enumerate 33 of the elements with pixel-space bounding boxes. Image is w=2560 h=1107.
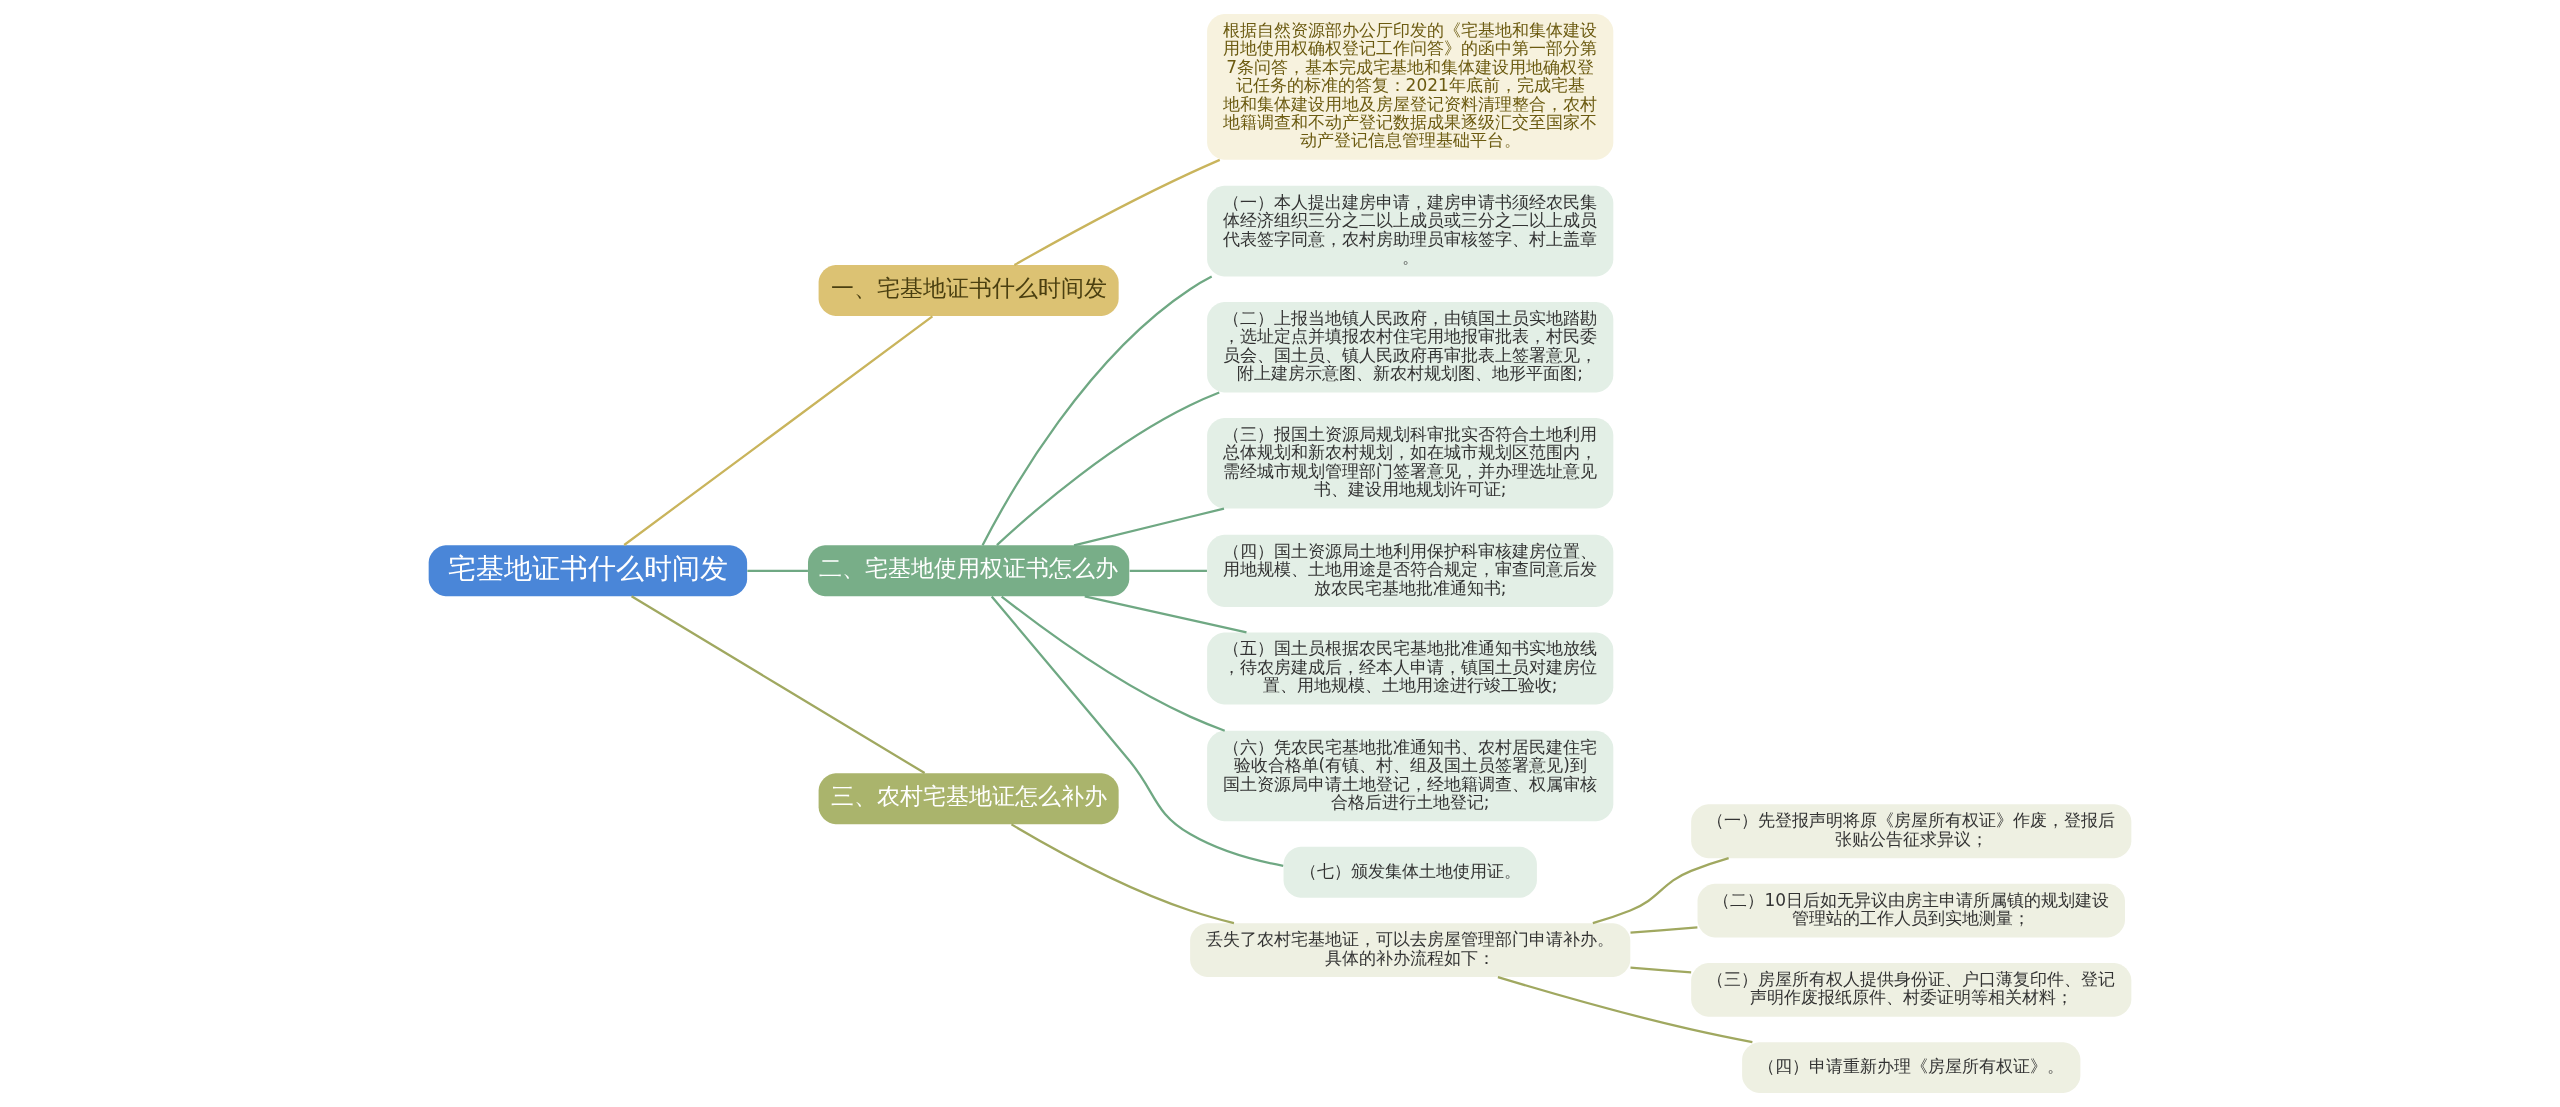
connector [1000, 595, 1226, 732]
node-box: （三）报国土资源局规划科审批实否符合土地利用总体规划和新农村规划，如在城市规划区范围内，需经城市规划管理部门签署意见，并办理选址意见书、建设用地规划许可证; [1207, 418, 1614, 509]
node-box: （三）房屋所有权人提供身份证、户口薄复印件、登记声明作废报纸原件、村委证明等相关材料； [1691, 962, 2132, 1017]
node-box: （四）国土资源局土地利用保护科审核建房位置、用地规模、土地用途是否符合规定，审查同意后发放农民宅基地批准通知书; [1207, 534, 1614, 607]
node-box: （一）本人提出建房申请，建房申请书须经农民集体经济组织三分之二以上成员或三分之二以上成员代表签字同意，农村房助理员审核签字、村上盖章。 [1207, 185, 1614, 277]
node-box: （二）10日后如无异议由房主申请所属镇的规划建设管理站的工作人员到实地测量； [1697, 883, 2125, 938]
connector [1010, 823, 1235, 925]
connector [1084, 595, 1247, 634]
connector [1592, 857, 1729, 925]
node-box: 宅基地证书什么时间发 [428, 545, 748, 597]
connector [1630, 926, 1698, 934]
node-box: （五）国土员根据农民宅基地批准通知书实地放线，待农房建成后，经本人申请，镇国土员对建房位置、用地规模、土地用途进行竣工验收; [1207, 632, 1614, 705]
connector [1497, 976, 1753, 1044]
node-box: 丢失了农村宅基地证，可以去房屋管理部门申请补办。具体的补办流程如下： [1190, 923, 1631, 978]
connector [1073, 507, 1225, 547]
connector [1013, 158, 1221, 266]
connector [630, 595, 926, 774]
node-box: 二、宅基地使用权证书怎么办 [808, 545, 1130, 597]
connector [996, 391, 1220, 546]
node-box: 根据自然资源部办公厅印发的《宅基地和集体建设用地使用权确权登记工作问答》的函中第一部分第7条问答，基本完成宅基地和集体建设用地确权登记任务的标准的答复：2021年底前，完成宅基地和集体建设用地及房屋登记资料清理整合，农村地籍调查和不动产登记数据成果逐级汇交至国家不动产登记信息管理基础平台。 [1207, 13, 1614, 160]
node-box: （一）先登报声明将原《房屋所有权证》作废，登报后张贴公告征求异议； [1691, 804, 2132, 859]
connector [990, 595, 1284, 867]
node-box: （七）颁发集体土地使用证。 [1283, 846, 1537, 898]
connector [1129, 569, 1207, 572]
connector [747, 569, 808, 572]
node-box: （四）申请重新办理《房屋所有权证》。 [1742, 1042, 2081, 1094]
node-box: 一、宅基地证书什么时间发 [818, 265, 1119, 317]
connector [623, 315, 934, 546]
node-box: （六）凭农民宅基地批准通知书、农村居民建住宅验收合格单(有镇、村、组及国土员签署意见)到国土资源局申请土地登记，经地籍调查、权属审核合格后进行土地登记; [1207, 730, 1614, 822]
connector [981, 275, 1213, 546]
connector [1630, 966, 1692, 974]
node-box: 三、农村宅基地证怎么补办 [818, 773, 1119, 825]
node-box: （二）上报当地镇人民政府，由镇国土员实地踏勘，选址定点并填报农村住宅用地报审批表，村民委员会、国土员、镇人民政府再审批表上签署意见，附上建房示意图、新农村规划图、地形平面图; [1207, 301, 1614, 393]
